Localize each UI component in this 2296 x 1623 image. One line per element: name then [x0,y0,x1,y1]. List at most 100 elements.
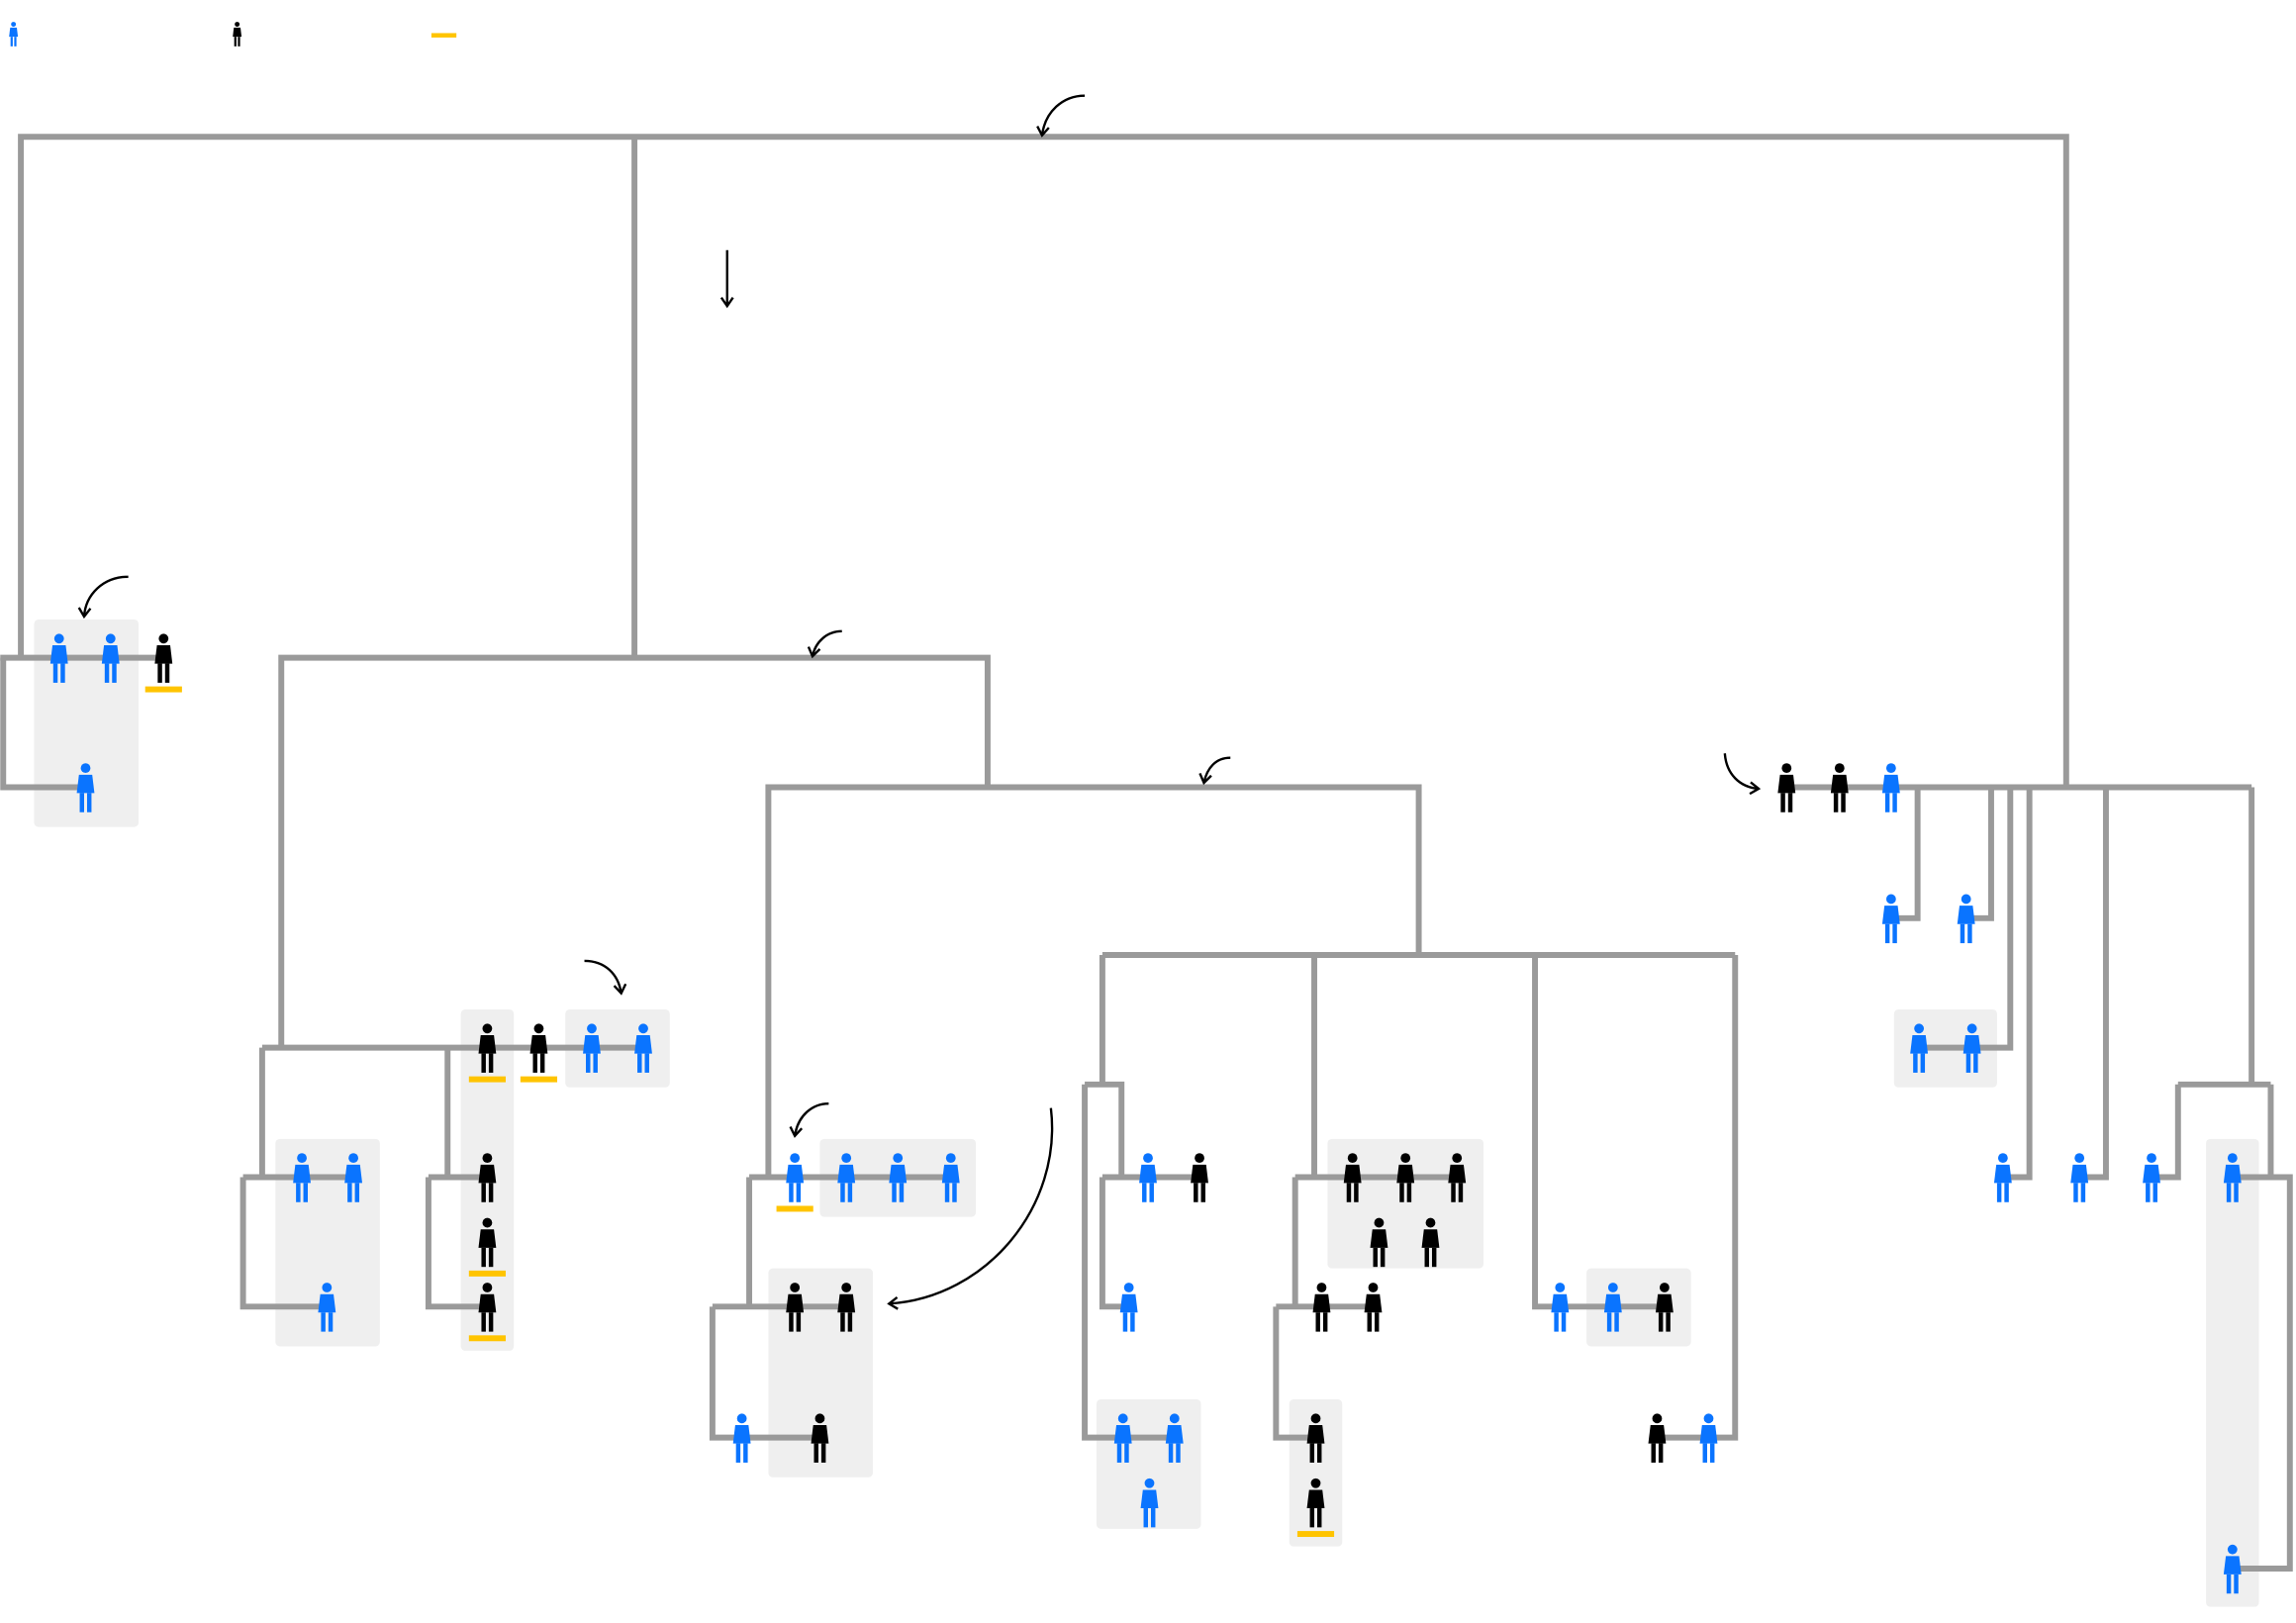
person-body [941,1164,960,1184]
person-leg [1194,1183,1198,1202]
yellow-marker-icon [468,1076,506,1083]
arrowhead-icon [613,983,627,996]
person-leg [1658,1312,1664,1332]
group-box [768,1268,873,1478]
yellow-marker-icon [144,686,182,693]
person-head [297,1153,307,1164]
black-person-icon [1306,1413,1325,1463]
person-body [1140,1489,1159,1509]
person-body [1699,1425,1718,1444]
group-box [1327,1138,1484,1269]
black-person-icon [1312,1283,1331,1332]
person-leg [238,37,240,47]
person-leg [1651,1443,1656,1463]
person-leg [234,37,237,47]
blue-person-icon [1551,1283,1570,1332]
blue-person-icon [101,633,120,683]
person-body [233,27,242,38]
person-body [478,1035,497,1054]
person-head [53,633,64,644]
black-person-icon [1648,1413,1667,1463]
person-body [1603,1293,1622,1313]
person-body [1343,1164,1362,1184]
arrowhead-icon [719,297,734,309]
black-person-icon [1306,1478,1325,1528]
person-leg [1309,1508,1315,1528]
black-person-icon [786,1283,805,1332]
person-leg [481,1312,486,1332]
blue-person-icon [1699,1413,1718,1463]
black-person-icon [1191,1153,1208,1202]
black-person-icon [1370,1217,1388,1268]
person-leg [112,663,117,683]
person-leg [539,1053,545,1073]
person-head [2147,1153,2156,1164]
person-leg [104,663,110,683]
person-head [1781,763,1792,774]
blue-person-icon [2223,1153,2242,1202]
black-person-icon [1396,1153,1415,1202]
person-body [1993,1164,2012,1184]
blue-person-icon [786,1153,805,1202]
black-person-icon [811,1413,829,1463]
black-person-icon [1364,1283,1383,1332]
person-head [1123,1283,1134,1292]
person-head [1400,1153,1411,1164]
blue-person-icon [344,1153,363,1202]
person-leg [1316,1508,1322,1528]
person-leg [1666,1312,1671,1332]
group-box [2206,1138,2259,1607]
person-leg [743,1443,748,1463]
person-head [105,633,116,644]
blue-person-icon [732,1413,751,1463]
person-leg [1606,1312,1612,1332]
person-head [1310,1478,1321,1488]
person-leg [488,1053,494,1073]
person-leg [532,1053,537,1073]
person-leg [1380,1247,1386,1268]
person-leg [157,663,162,683]
person-body [583,1035,601,1054]
person-leg [1322,1312,1328,1332]
person-head [1143,1153,1153,1164]
tree-connector [1890,787,1921,921]
person-head [1555,1283,1566,1292]
yellow-marker-icon [430,33,457,38]
person-leg [1399,1183,1404,1202]
person-head [1961,894,1971,905]
person-leg [1346,1183,1352,1202]
person-leg [1658,1443,1664,1463]
person-head [1997,1153,2008,1164]
blue-person-icon [1881,894,1900,944]
tree-connector [2152,1084,2181,1181]
person-leg [1780,793,1785,812]
blue-person-icon [889,1153,908,1202]
person-head [1885,894,1896,905]
person-leg [847,1312,853,1332]
person-leg [1168,1443,1174,1463]
person-leg [796,1312,802,1332]
person-body [1165,1425,1184,1444]
person-leg [1561,1312,1567,1332]
tree-connector [765,784,1422,1178]
person-head [1659,1283,1670,1292]
person-head [80,763,91,774]
tree-connector [0,657,86,791]
person-leg [735,1443,741,1463]
person-body [2143,1164,2160,1184]
yellow-marker-icon [520,1076,558,1083]
person-body [786,1293,805,1313]
person-leg [1354,1183,1359,1202]
blue-person-icon [1119,1283,1138,1332]
person-head [1117,1413,1128,1424]
person-leg [637,1053,642,1073]
person-body [634,1035,652,1054]
person-leg [1142,1183,1147,1202]
tree-connector [1273,1306,1316,1441]
person-body [1312,1293,1331,1313]
person-body [9,27,19,38]
person-leg [321,1312,326,1332]
person-leg [1124,1443,1129,1463]
person-leg [1554,1312,1559,1332]
person-head [482,1023,493,1034]
